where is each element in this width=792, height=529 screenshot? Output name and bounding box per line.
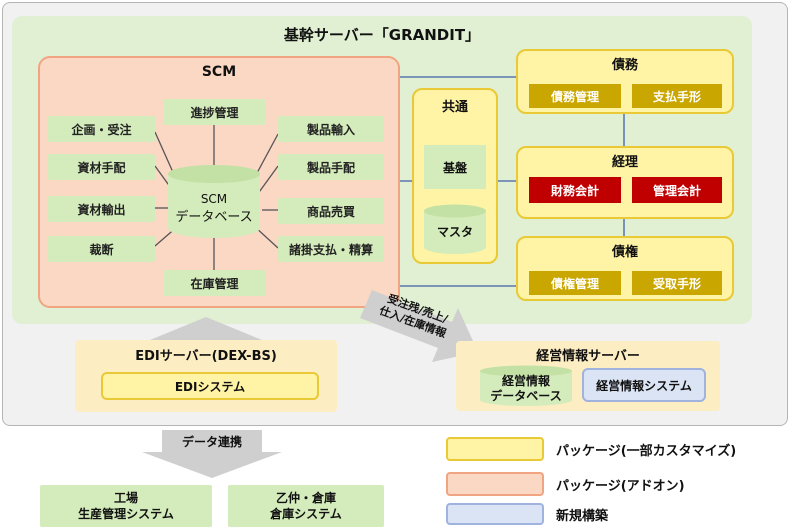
data-link-arrow [142, 430, 282, 478]
mgmt-info-server-title: 経営情報サーバー [536, 348, 640, 364]
scm-database-label-line2: データベース [175, 209, 253, 225]
financial-accounting-box: 財務会計 [529, 177, 621, 203]
management-accounting-box: 管理会計 [632, 177, 722, 203]
legend-swatch-package-addon [446, 472, 544, 496]
module-product-arrangement: 製品手配 [278, 154, 384, 180]
mgmt-info-db-line1: 経営情報 [501, 373, 550, 388]
factory-line2: 生産管理システム [78, 507, 174, 521]
accounting-title: 経理 [611, 154, 638, 170]
master-database-icon [424, 204, 486, 254]
module-expenses-settlement: 諸掛支払・精算 [278, 236, 384, 262]
core-server-title: 基幹サーバー「GRANDIT」 [283, 25, 481, 44]
warehouse-line1: 乙仲・倉庫 [275, 490, 336, 505]
legend-swatch-new-build [446, 503, 544, 525]
legend-label-package-addon: パッケージ(アドオン) [556, 478, 685, 494]
module-progress-management: 進捗管理 [163, 99, 266, 125]
data-link-label: データ連携 [181, 434, 242, 449]
module-merchandise-trading: 商品売買 [278, 198, 384, 224]
scm-database-icon [168, 165, 260, 238]
edi-system-box: EDIシステム [101, 372, 319, 400]
warehouse-line2: 倉庫システム [270, 507, 342, 521]
notes-receivable-box: 受取手形 [632, 271, 722, 295]
module-planning-order: 企画・受注 [48, 116, 155, 142]
edi-up-arrow [150, 317, 262, 340]
accounts-receivable-title: 債権 [611, 244, 638, 260]
notes-payable-box: 支払手形 [632, 84, 722, 108]
mgmt-info-db-line2: データベース [490, 388, 562, 403]
factory-line1: 工場 [113, 490, 138, 505]
scm-group [38, 56, 400, 308]
module-cutting: 裁断 [48, 236, 155, 262]
receivables-management-box: 債権管理 [529, 271, 621, 295]
accounts-payable-title: 債務 [611, 57, 638, 73]
mgmt-info-database-icon [480, 365, 572, 406]
scm-database-label-line1: SCM [200, 192, 228, 206]
master-label: マスタ [436, 224, 473, 239]
warehouse-system-box: 乙仲・倉庫 倉庫システム [228, 485, 384, 527]
mgmt-info-system-box: 経営情報システム [582, 368, 706, 402]
module-inventory-management: 在庫管理 [163, 270, 266, 296]
factory-system-box: 工場 生産管理システム [40, 485, 212, 527]
module-material-arrangement: 資材手配 [48, 154, 155, 180]
legend-label-package-custom: パッケージ(一部カスタマイズ) [556, 443, 737, 459]
infrastructure-box: 基盤 [424, 145, 486, 189]
mgmt-info-arrow [360, 290, 478, 362]
edi-server-title: EDIサーバー(DEX-BS) [135, 348, 277, 364]
common-title: 共通 [441, 99, 468, 115]
module-material-export: 資材輸出 [48, 196, 155, 222]
payables-management-box: 債務管理 [529, 84, 621, 108]
module-product-import: 製品輸入 [278, 116, 384, 142]
legend-label-new-build: 新規構築 [556, 508, 609, 524]
scm-title: SCM [201, 64, 237, 80]
legend-swatch-package-custom [446, 437, 544, 461]
